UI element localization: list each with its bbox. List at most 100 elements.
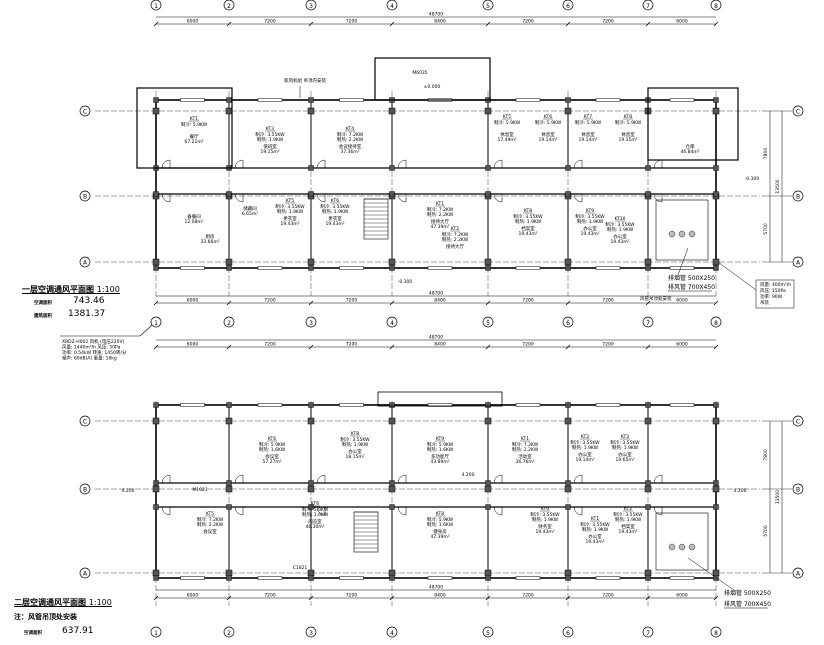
room-area: 46.30m² <box>305 524 324 530</box>
unit-tag: KT3 <box>266 126 274 132</box>
structural-column <box>645 191 651 197</box>
cooling-capacity: 制冷: 3.55KW <box>570 439 600 446</box>
door-swing <box>234 159 244 169</box>
axis-bubble-7 <box>642 316 654 328</box>
structural-column <box>565 504 571 510</box>
structural-column <box>644 417 652 425</box>
floor2-scale: 1:100 <box>88 598 112 607</box>
unit-tag: KT6 <box>331 198 339 204</box>
unit-tag: KT2 <box>624 506 632 512</box>
dimension-tick <box>645 300 651 306</box>
structural-column <box>565 575 571 581</box>
dimension-segment: 7200 <box>522 19 534 25</box>
dimension-tick <box>153 344 159 350</box>
room-name: 厨房 <box>206 233 215 240</box>
structural-column <box>713 265 719 271</box>
axis-bubble-1 <box>150 0 162 11</box>
room-name: 办公室 <box>583 225 597 232</box>
window <box>339 403 364 407</box>
unit-tag: KT4 <box>346 126 354 132</box>
structural-column <box>226 504 232 510</box>
room-area: 19.43m² <box>585 539 604 545</box>
row-label-C: C <box>796 109 800 116</box>
room-name: 办公室 <box>613 233 627 240</box>
dimension-segment: 6000 <box>676 298 688 304</box>
room-name: 档案室 <box>621 523 635 530</box>
door-swing <box>493 193 503 203</box>
heating-capacity: 制热: 1.6KW <box>259 446 286 453</box>
heating-capacity: 制热: 2.2KW <box>427 211 454 218</box>
dimension-total: 48700 <box>429 291 443 297</box>
row-bubble <box>79 190 91 202</box>
structural-column <box>565 480 571 486</box>
door-swing <box>234 474 244 484</box>
room-name: 休息室 <box>500 131 514 138</box>
structural-column <box>565 265 571 271</box>
axis-label-5: 5 <box>486 320 490 327</box>
window <box>257 576 283 580</box>
floor1-stat2-label: 建筑面积 <box>34 314 52 319</box>
structural-column <box>388 417 396 425</box>
cooling-capacity: 制冷: 3.55KW <box>580 521 610 528</box>
structural-column <box>565 191 571 197</box>
structural-column <box>308 575 314 581</box>
room-area: 18.15m² <box>345 454 364 460</box>
structural-column <box>484 107 492 115</box>
unit-tag: KT1 <box>436 201 444 207</box>
unit-tag: KT1 <box>521 436 529 442</box>
floor1-stat1-value: 743.46 <box>73 296 105 306</box>
room-area: 19.43m² <box>580 231 599 237</box>
structural-column <box>152 107 160 115</box>
structural-column <box>389 191 395 197</box>
structural-column <box>225 485 233 493</box>
structural-column <box>564 258 572 266</box>
window <box>339 576 364 580</box>
axis-label-3: 3 <box>309 630 313 637</box>
dimension-tick <box>308 21 314 27</box>
room-name: 办公室 <box>578 451 592 458</box>
window <box>595 98 621 102</box>
cooling-capacity: 制冷: 5.9KW <box>575 119 602 126</box>
dimension-segment: 8400 <box>434 19 446 25</box>
structural-column <box>484 417 492 425</box>
room-name: 储藏间 <box>243 205 257 212</box>
equipment-spec: XBDZ-H002 风机 (电压220V) <box>62 338 125 345</box>
dimension-vertical: 5700 <box>763 525 769 537</box>
axis-label-1: 1 <box>154 320 158 327</box>
door-swing <box>234 506 244 516</box>
left-wing-wall <box>136 87 233 169</box>
axis-label-3: 3 <box>309 320 313 327</box>
toilet-fixture <box>678 543 686 551</box>
structural-column <box>564 107 572 115</box>
window <box>339 98 364 102</box>
structural-column <box>308 480 314 486</box>
room-area: 19.14m² <box>578 137 597 143</box>
axis-bubble-4 <box>386 626 398 638</box>
structural-column <box>388 569 396 577</box>
axis-bubble-7 <box>642 626 654 638</box>
room-name: 办公室 <box>618 451 632 458</box>
room-name: 备餐间 <box>187 213 201 220</box>
unit-tag: KT5 <box>503 114 511 120</box>
dimension-vertical: 13500 <box>775 179 781 193</box>
dimension-segment: 7200 <box>264 593 276 599</box>
window <box>427 403 453 407</box>
room-area: 43.89m² <box>430 459 449 465</box>
structural-column <box>645 504 651 510</box>
room-area: 19.43m² <box>535 529 554 535</box>
structural-column <box>712 258 720 266</box>
structural-column <box>645 575 651 581</box>
room-area: 12.08m² <box>184 219 203 225</box>
room-area: 19.15m² <box>260 149 279 155</box>
dimension-segment: 7200 <box>346 593 358 599</box>
structural-column <box>484 569 492 577</box>
structural-column <box>485 480 491 486</box>
structural-column <box>308 165 314 171</box>
structural-column <box>713 575 719 581</box>
door-swing <box>397 474 407 484</box>
floor1-title-text: 一层空调通风平面图 <box>22 285 94 294</box>
exhaust-duct-label: 排风管 700X450 <box>668 283 715 291</box>
dimension-tick <box>389 344 395 350</box>
dimension-segment: 6000 <box>676 593 688 599</box>
axis-bubble-2 <box>223 316 235 328</box>
